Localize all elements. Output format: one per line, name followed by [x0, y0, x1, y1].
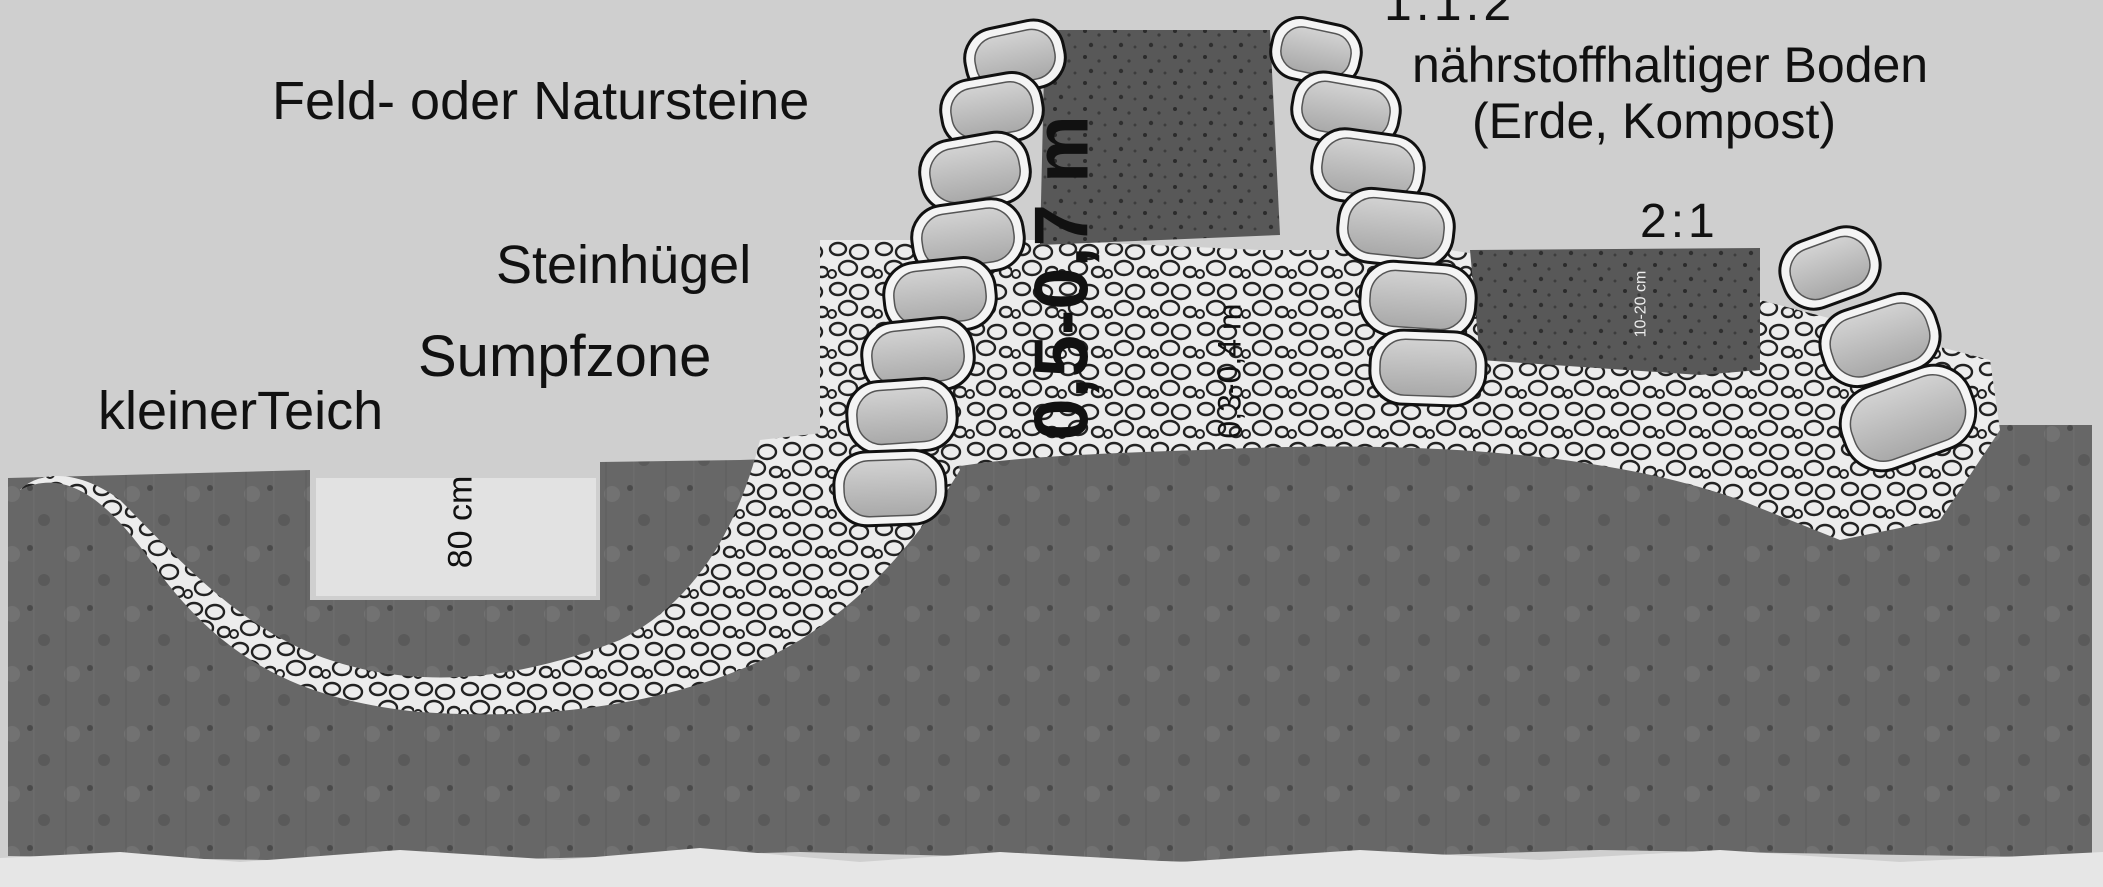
label-side-soil-height: 10-20 cm	[1633, 271, 1649, 338]
stone	[1334, 185, 1457, 271]
stone	[1358, 259, 1479, 341]
stone	[845, 376, 960, 455]
label-pond-depth: 80 cm	[443, 476, 477, 569]
label-ratio-side: 2:1	[1640, 198, 1719, 246]
label-gravel-height: 0,3-0,4 m	[1214, 303, 1246, 438]
stone	[1369, 329, 1488, 407]
label-swamp-zone: Sumpfzone	[418, 328, 711, 386]
label-nutrient-soil-line1: nährstoffhaltiger Boden	[1412, 40, 1928, 90]
label-stone-hill: Steinhügel	[496, 238, 751, 292]
label-small-pond: kleinerTeich	[98, 384, 383, 438]
label-hill-height: 0,5-0,7 m	[1025, 115, 1101, 440]
nutrient-soil-side	[1470, 248, 1760, 375]
stone	[833, 449, 948, 527]
label-ratio-top: 1:1:2	[1384, 0, 1515, 28]
label-natural-stones: Feld- oder Natursteine	[272, 74, 809, 128]
label-nutrient-soil-line2: (Erde, Kompost)	[1472, 96, 1836, 146]
